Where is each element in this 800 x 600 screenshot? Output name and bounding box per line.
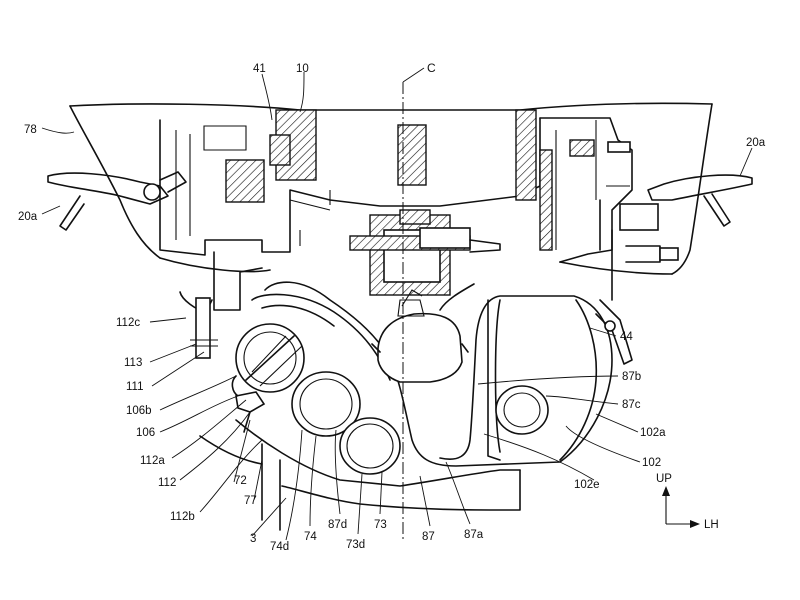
label-112b: 112b xyxy=(170,511,195,523)
bracket-44 xyxy=(595,299,633,365)
cam-cap-right xyxy=(569,139,595,157)
label-106: 106 xyxy=(136,427,155,439)
reference-labels: C 41 10 78 20a 20a 112c 113 111 106b 106… xyxy=(18,61,766,553)
label-78: 78 xyxy=(24,124,37,136)
gasket-right xyxy=(539,149,553,251)
left-bracket xyxy=(179,251,263,359)
label-77: 77 xyxy=(244,495,257,507)
label-111: 111 xyxy=(126,381,143,393)
reservoir-87 xyxy=(371,289,469,383)
label-c: C xyxy=(427,61,436,75)
label-44: 44 xyxy=(620,331,633,343)
intake-port-74 xyxy=(291,371,361,437)
label-87a: 87a xyxy=(464,529,484,541)
label-106b: 106b xyxy=(126,405,152,417)
label-73: 73 xyxy=(374,519,387,531)
label-74d: 74d xyxy=(270,541,289,553)
direction-indicator xyxy=(662,486,700,528)
switch-box-right xyxy=(619,203,659,231)
sensor-72 xyxy=(235,391,266,413)
valve-left xyxy=(269,134,291,166)
cylinder-wall-right xyxy=(515,109,537,201)
label-lh: LH xyxy=(704,519,719,531)
label-87: 87 xyxy=(422,531,435,543)
label-112a: 112a xyxy=(140,455,165,467)
label-up: UP xyxy=(656,473,672,485)
label-87d: 87d xyxy=(328,519,347,531)
label-87b: 87b xyxy=(622,371,641,383)
label-74: 74 xyxy=(304,531,317,543)
bolt-right xyxy=(607,141,631,153)
crankcase-lower xyxy=(199,419,521,531)
label-10: 10 xyxy=(296,63,309,75)
intake-port-73 xyxy=(339,417,401,475)
intake-ports xyxy=(291,371,549,475)
label-112: 112 xyxy=(158,477,176,489)
label-20a-left: 20a xyxy=(18,211,38,223)
label-102e: 102e xyxy=(574,479,600,491)
label-102a: 102a xyxy=(640,427,666,439)
label-41: 41 xyxy=(253,63,266,75)
label-73d: 73d xyxy=(346,539,365,551)
label-20a-right: 20a xyxy=(746,137,766,149)
label-72: 72 xyxy=(234,475,247,487)
label-87c: 87c xyxy=(622,399,641,411)
throttle-body xyxy=(231,323,305,433)
label-3: 3 xyxy=(250,533,256,545)
left-lever xyxy=(47,171,187,231)
engine-head xyxy=(159,109,633,263)
right-lever xyxy=(599,174,753,301)
bracket-113 xyxy=(195,297,211,359)
cylinder-wall-center xyxy=(397,124,427,186)
center-gear-assembly xyxy=(349,209,501,296)
label-102: 102 xyxy=(642,457,661,469)
leader-lines xyxy=(41,71,753,541)
label-113: 113 xyxy=(124,357,142,369)
cam-cap-left xyxy=(225,159,265,203)
label-112c: 112c xyxy=(116,317,140,329)
